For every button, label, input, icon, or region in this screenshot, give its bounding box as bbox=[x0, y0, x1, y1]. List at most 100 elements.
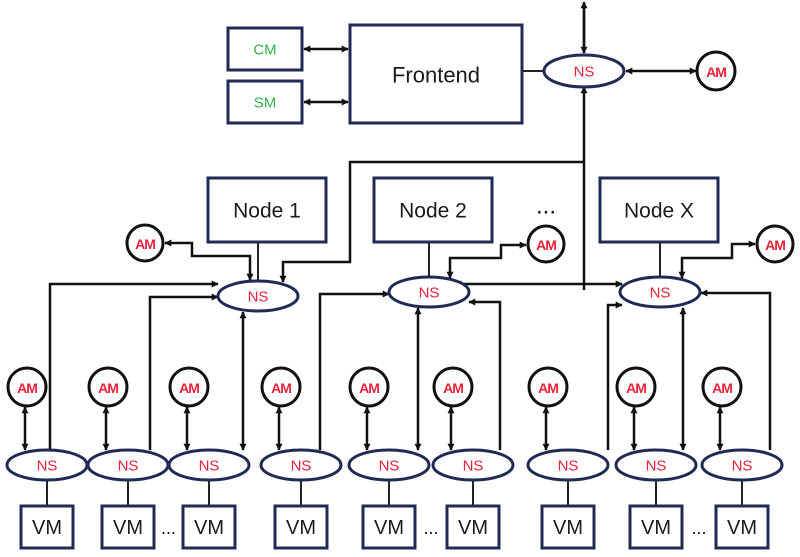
g1-vm2-am-label: AM bbox=[98, 380, 118, 396]
g1-vm3-ns-shape bbox=[167, 448, 251, 482]
top-ns[interactable]: NS bbox=[542, 53, 626, 89]
g3-vm3-box-label: VM bbox=[727, 517, 757, 539]
node1-am-shape bbox=[125, 223, 165, 263]
g3-vm3-am-label: AM bbox=[712, 380, 732, 396]
g1-vm3-box[interactable]: VM bbox=[181, 504, 237, 550]
node1-am-label: AM bbox=[135, 236, 155, 252]
top-am-label: AM bbox=[706, 64, 726, 80]
top-am[interactable]: AM bbox=[695, 50, 737, 92]
g1-vm3-box-label: VM bbox=[194, 517, 224, 539]
node-box-node-x-label: Node X bbox=[624, 200, 694, 223]
node-box-node-2-label: Node 2 bbox=[399, 200, 467, 223]
g2-vm1-ns-shape bbox=[259, 448, 343, 482]
g2-vm2-am-shape bbox=[348, 366, 390, 408]
g3-vm2-ns[interactable]: NS bbox=[614, 448, 698, 482]
g3-vm1-ns[interactable]: NS bbox=[526, 448, 610, 482]
g1-vm2-am[interactable]: AM bbox=[87, 366, 129, 408]
node1-am[interactable]: AM bbox=[125, 223, 165, 263]
connectors bbox=[21, 1, 772, 506]
g1-vm3-ns[interactable]: NS bbox=[167, 448, 251, 482]
g3-vm3-am[interactable]: AM bbox=[701, 366, 743, 408]
frontend-box[interactable]: Frontend bbox=[348, 23, 524, 125]
g2-vm2-ns-label: NS bbox=[379, 458, 400, 475]
g1-vm2-ns-up bbox=[148, 293, 219, 450]
g1-vm2-ns[interactable]: NS bbox=[86, 448, 170, 482]
node-ns-node-x[interactable]: NS bbox=[618, 275, 702, 309]
g2-vm3-am-shape bbox=[432, 366, 474, 408]
g1-vm2-box[interactable]: VM bbox=[100, 504, 156, 550]
g1-vm2-box-label: VM bbox=[113, 517, 143, 539]
g3-vm2-box[interactable]: VM bbox=[628, 504, 684, 550]
node-box-node-x-border bbox=[598, 176, 720, 244]
g1-vm2-am-shape bbox=[87, 366, 129, 408]
g3-vm3-box[interactable]: VM bbox=[714, 504, 770, 550]
g3-vm2-am[interactable]: AM bbox=[615, 366, 657, 408]
g2-vm2-box-border bbox=[361, 504, 417, 550]
node-ns-node-2-shape bbox=[387, 275, 471, 309]
node-box-node-x[interactable]: Node X bbox=[598, 176, 720, 244]
g1-vm3-ns-label: NS bbox=[199, 458, 220, 475]
manager-cm-label: CM bbox=[253, 42, 276, 59]
g1-vm2-box-border bbox=[100, 504, 156, 550]
g3-vm2-ns-label: NS bbox=[646, 458, 667, 475]
g2-vm1-am[interactable]: AM bbox=[260, 366, 302, 408]
g3-vm2-ns-shape bbox=[614, 448, 698, 482]
g1-vm1-box[interactable]: VM bbox=[19, 504, 75, 550]
g2-vm3-ns-shape bbox=[431, 448, 515, 482]
node-box-node-1[interactable]: Node 1 bbox=[206, 176, 328, 244]
g2-vm2-box[interactable]: VM bbox=[361, 504, 417, 550]
g3-vm1-am[interactable]: AM bbox=[527, 366, 569, 408]
node-box-node-2[interactable]: Node 2 bbox=[372, 176, 494, 244]
manager-sm[interactable]: SM bbox=[226, 79, 304, 125]
g2-vm1-ns[interactable]: NS bbox=[259, 448, 343, 482]
g2-vm2-am[interactable]: AM bbox=[348, 366, 390, 408]
g1-vm1-box-border bbox=[19, 504, 75, 550]
g3-vm3-ns-shape bbox=[700, 448, 784, 482]
node-ns-node-x-label: NS bbox=[650, 285, 671, 302]
node-box-node-1-border bbox=[206, 176, 328, 244]
node-ns-node-1[interactable]: NS bbox=[216, 279, 300, 313]
node-ns-node-1-label: NS bbox=[248, 289, 269, 306]
node2-am-shape bbox=[526, 224, 566, 264]
manager-sm-label: SM bbox=[254, 95, 277, 112]
frontend-box-border bbox=[348, 23, 524, 125]
node-box-node-1-label: Node 1 bbox=[233, 200, 301, 223]
g2-vm2-am-label: AM bbox=[359, 380, 379, 396]
g3-vm3-ns[interactable]: NS bbox=[700, 448, 784, 482]
g2-vm2-ns[interactable]: NS bbox=[347, 448, 431, 482]
node-ns-node-2[interactable]: NS bbox=[387, 275, 471, 309]
g2-vm1-box-border bbox=[273, 504, 329, 550]
g2-vm1-box[interactable]: VM bbox=[273, 504, 329, 550]
top-ns-label: NS bbox=[574, 64, 595, 81]
g1-vm1-box-label: VM bbox=[32, 517, 62, 539]
node2-am[interactable]: AM bbox=[526, 224, 566, 264]
top-am-shape bbox=[695, 50, 737, 92]
manager-cm-border bbox=[226, 26, 304, 72]
g2-vm3-box-label: VM bbox=[458, 517, 488, 539]
vm-group-3-ellipsis: ... bbox=[691, 518, 706, 538]
g1-vm1-ns[interactable]: NS bbox=[5, 448, 89, 482]
nodex-am-label: AM bbox=[765, 237, 785, 253]
g2-vm3-ns[interactable]: NS bbox=[431, 448, 515, 482]
nodex-am[interactable]: AM bbox=[755, 224, 795, 264]
nodex-ns-am-arrow bbox=[678, 240, 756, 279]
g3-vm2-box-border bbox=[628, 504, 684, 550]
top-ns-shape bbox=[542, 53, 626, 89]
g2-vm3-am[interactable]: AM bbox=[432, 366, 474, 408]
g2-vm3-box[interactable]: VM bbox=[445, 504, 501, 550]
g2-vm3-ns-up bbox=[468, 298, 502, 450]
g3-vm1-box[interactable]: VM bbox=[540, 504, 596, 550]
g2-vm2-ns-shape bbox=[347, 448, 431, 482]
g2-vm1-ns-up bbox=[318, 290, 390, 450]
nodes-ellipsis: ... bbox=[536, 193, 556, 220]
vm-group-2-ellipsis: ... bbox=[423, 518, 438, 538]
g3-vm1-am-label: AM bbox=[538, 380, 558, 396]
g3-vm3-box-border bbox=[714, 504, 770, 550]
manager-cm[interactable]: CM bbox=[226, 26, 304, 72]
g1-vm1-am-label: AM bbox=[17, 380, 37, 396]
g1-vm1-am[interactable]: AM bbox=[6, 366, 48, 408]
g1-vm3-am[interactable]: AM bbox=[168, 366, 210, 408]
g3-vm2-box-label: VM bbox=[641, 517, 671, 539]
